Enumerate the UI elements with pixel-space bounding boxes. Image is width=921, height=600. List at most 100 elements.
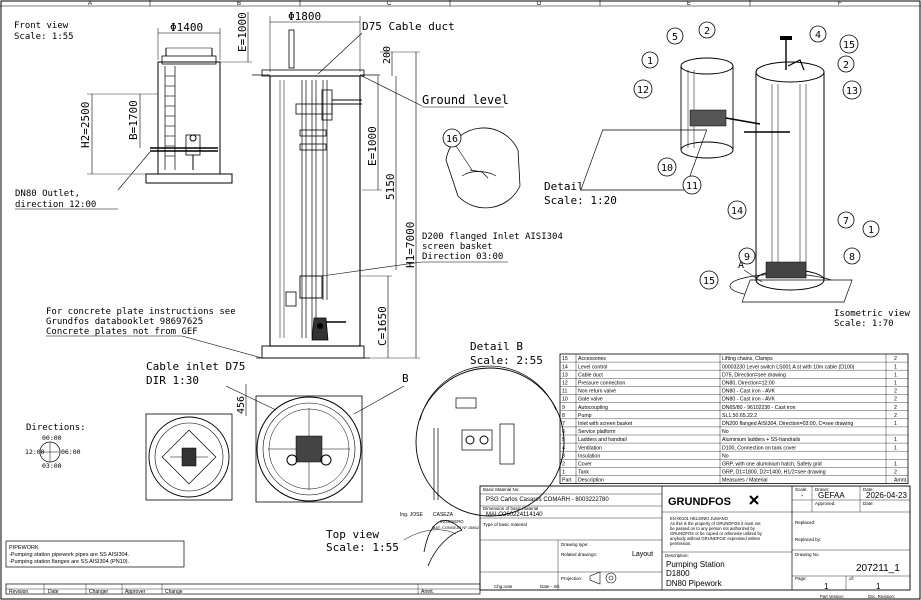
- parts-cell-amt: 1: [894, 437, 897, 443]
- svg-text:Type of basic material: Type of basic material: [483, 522, 527, 527]
- svg-text:4: 4: [815, 30, 821, 41]
- parts-cell-amt: 1: [894, 445, 897, 451]
- parts-cell-meas: SL1.50.65.22.2: [722, 413, 757, 419]
- svg-text:Part Version:: Part Version:: [820, 594, 844, 599]
- top-view-title: Top view: [326, 528, 379, 541]
- svg-text:Date - Init: Date - Init: [540, 584, 560, 589]
- svg-text:Date:: Date:: [863, 487, 874, 492]
- outlet-label-2: direction 12:00: [15, 200, 96, 210]
- engineer-stamp: Ing. JOSE CASEZA INGENIERO MAT. CONSEJO …: [400, 512, 480, 567]
- svg-text:Dimension of basic material: Dimension of basic material: [483, 506, 538, 511]
- detail-a-balloon: 16: [446, 134, 458, 145]
- iso-title: Isometric view: [834, 309, 910, 319]
- cable-duct-label: D75 Cable duct: [362, 20, 455, 33]
- svg-text:Drawing No.: Drawing No.: [795, 552, 820, 557]
- parts-cell-part: 1: [562, 470, 565, 476]
- parts-cell-desc: Non return valve: [578, 389, 616, 395]
- concrete-note-1: For concrete plate instructions see: [46, 307, 236, 317]
- parts-cell-desc: Tank: [578, 470, 589, 476]
- drawn-value: GEFAA: [818, 491, 845, 500]
- parts-cell-part: 13: [562, 372, 568, 378]
- parts-cell-part: 7: [562, 421, 565, 427]
- svg-text:Description:: Description:: [665, 553, 689, 558]
- svg-text:Drawing type:: Drawing type:: [561, 542, 589, 547]
- parts-cell-part: 9: [562, 405, 565, 411]
- dim-5150: 5150: [384, 174, 397, 201]
- svg-text:Scale:: Scale:: [795, 487, 808, 492]
- parts-cell-desc: Level control: [578, 364, 607, 370]
- parts-cell-part-header: Part: [562, 478, 572, 484]
- h1-dim: H1=7000: [404, 222, 417, 268]
- parts-cell-desc: Autocoupling: [578, 405, 608, 411]
- detail-a-scale: Scale: 1:20: [544, 194, 617, 207]
- svg-text:B: B: [237, 1, 241, 7]
- svg-text:PIPEWORK: PIPEWORK: [9, 545, 39, 551]
- page-of-value: 1: [876, 582, 881, 591]
- dir-west: 12:00: [25, 448, 45, 456]
- drawing-type-value: Layout: [632, 551, 653, 558]
- svg-text:of:: of:: [849, 576, 854, 581]
- inlet-label-1: D200 flanged Inlet AISI304: [422, 232, 563, 242]
- svg-text:9: 9: [744, 252, 750, 263]
- iso-balloons: 5 2 4 15 1 12 2 13 10 11 14 7 1 9 8 15: [633, 21, 880, 290]
- svg-text:12: 12: [637, 85, 649, 96]
- svg-text:be passed on to any person not: be passed on to any person not authorize…: [670, 526, 756, 531]
- svg-text:8: 8: [849, 252, 855, 263]
- svg-text:Basic Material No:: Basic Material No:: [483, 487, 520, 492]
- svg-text:E: E: [687, 1, 691, 7]
- svg-text:D: D: [537, 1, 542, 7]
- pipework-note: PIPEWORK -Pumping station pipework pipes…: [5, 540, 185, 568]
- front-view-scale: Scale: 1:55: [14, 32, 74, 42]
- parts-cell-desc: Gate valve: [578, 397, 603, 403]
- grid-letters: A B C D E F: [88, 0, 842, 7]
- svg-text:1: 1: [647, 56, 653, 67]
- parts-cell-part: 8: [562, 413, 565, 419]
- parts-cell-part: 15: [562, 356, 568, 362]
- parts-cell-amt: 2: [894, 397, 897, 403]
- parts-cell-part: 11: [562, 389, 567, 395]
- svg-text:C: C: [387, 1, 392, 7]
- svg-text:11: 11: [686, 181, 698, 192]
- parts-cell-amt: 1: [894, 372, 897, 378]
- parts-cell-amt-header: Amnt.: [894, 478, 908, 484]
- dim-200: 200: [382, 46, 393, 64]
- cable-inlet-title-1: Cable inlet D75: [146, 360, 245, 373]
- parts-cell-desc-header: Description: [578, 478, 604, 484]
- top-view-scale: Scale: 1:55: [326, 541, 399, 554]
- parts-cell-desc: Service platform: [578, 429, 615, 435]
- drawing-no-value: 207211_1: [856, 563, 900, 574]
- parts-cell-meas: No: [722, 453, 729, 459]
- ground-level-label: Ground level: [422, 93, 509, 107]
- parts-cell-desc: Cover: [578, 462, 592, 468]
- parts-cell-meas: 00003230 Level switch LS001 A st with 10…: [722, 364, 855, 370]
- concrete-note-2: Grundfos databooklet 98697625: [46, 317, 203, 327]
- parts-cell-amt: 1: [894, 381, 897, 387]
- svg-text:14: 14: [731, 206, 743, 217]
- parts-cell-desc: Insulation: [578, 453, 600, 459]
- svg-text:Revision: Revision: [9, 589, 28, 595]
- title-block: Basic Material No: PSG Carlos Casares CO…: [479, 485, 911, 599]
- dir-south: 03:00: [42, 462, 62, 470]
- section-view: Φ1800 D75 Cable duct: [46, 10, 563, 359]
- parts-cell-desc: Cable duct: [578, 372, 603, 378]
- parts-cell-meas: DN80, Direction=12:00: [722, 381, 775, 387]
- dim-material-value: MALO260224114140: [486, 512, 543, 518]
- front-b-dim: B=1700: [127, 100, 140, 140]
- front-view-title: Front view: [14, 21, 69, 31]
- svg-text:15: 15: [843, 40, 855, 51]
- svg-text:10: 10: [661, 163, 673, 174]
- parts-cell-meas: Aluminium ladders + SS-handrails: [722, 437, 801, 443]
- front-e-dim: E=1000: [236, 12, 249, 52]
- parts-cell-part: 5: [562, 437, 565, 443]
- svg-text:F: F: [838, 1, 842, 7]
- directions-compass: Directions: 00:00 12:00 06:00 03:00: [25, 423, 86, 470]
- front-dia-dim: Φ1400: [170, 21, 203, 34]
- svg-text:As this is the property of GRU: As this is the property of GRUNDFOS it m…: [670, 521, 761, 526]
- description-line-1: Pumping Station: [666, 560, 725, 569]
- svg-text:15: 15: [703, 276, 715, 287]
- dir-north: 00:00: [42, 434, 62, 442]
- isometric-view: A 5 2 4 15 1 12 2 13 10 11 14 7 1 9 8 15…: [580, 21, 910, 329]
- svg-text:INGENIERO: INGENIERO: [440, 519, 464, 524]
- basic-material-value: PSG Carlos Casares COMARH - 8003222780: [486, 497, 609, 503]
- parts-cell-amt: 1: [894, 462, 897, 468]
